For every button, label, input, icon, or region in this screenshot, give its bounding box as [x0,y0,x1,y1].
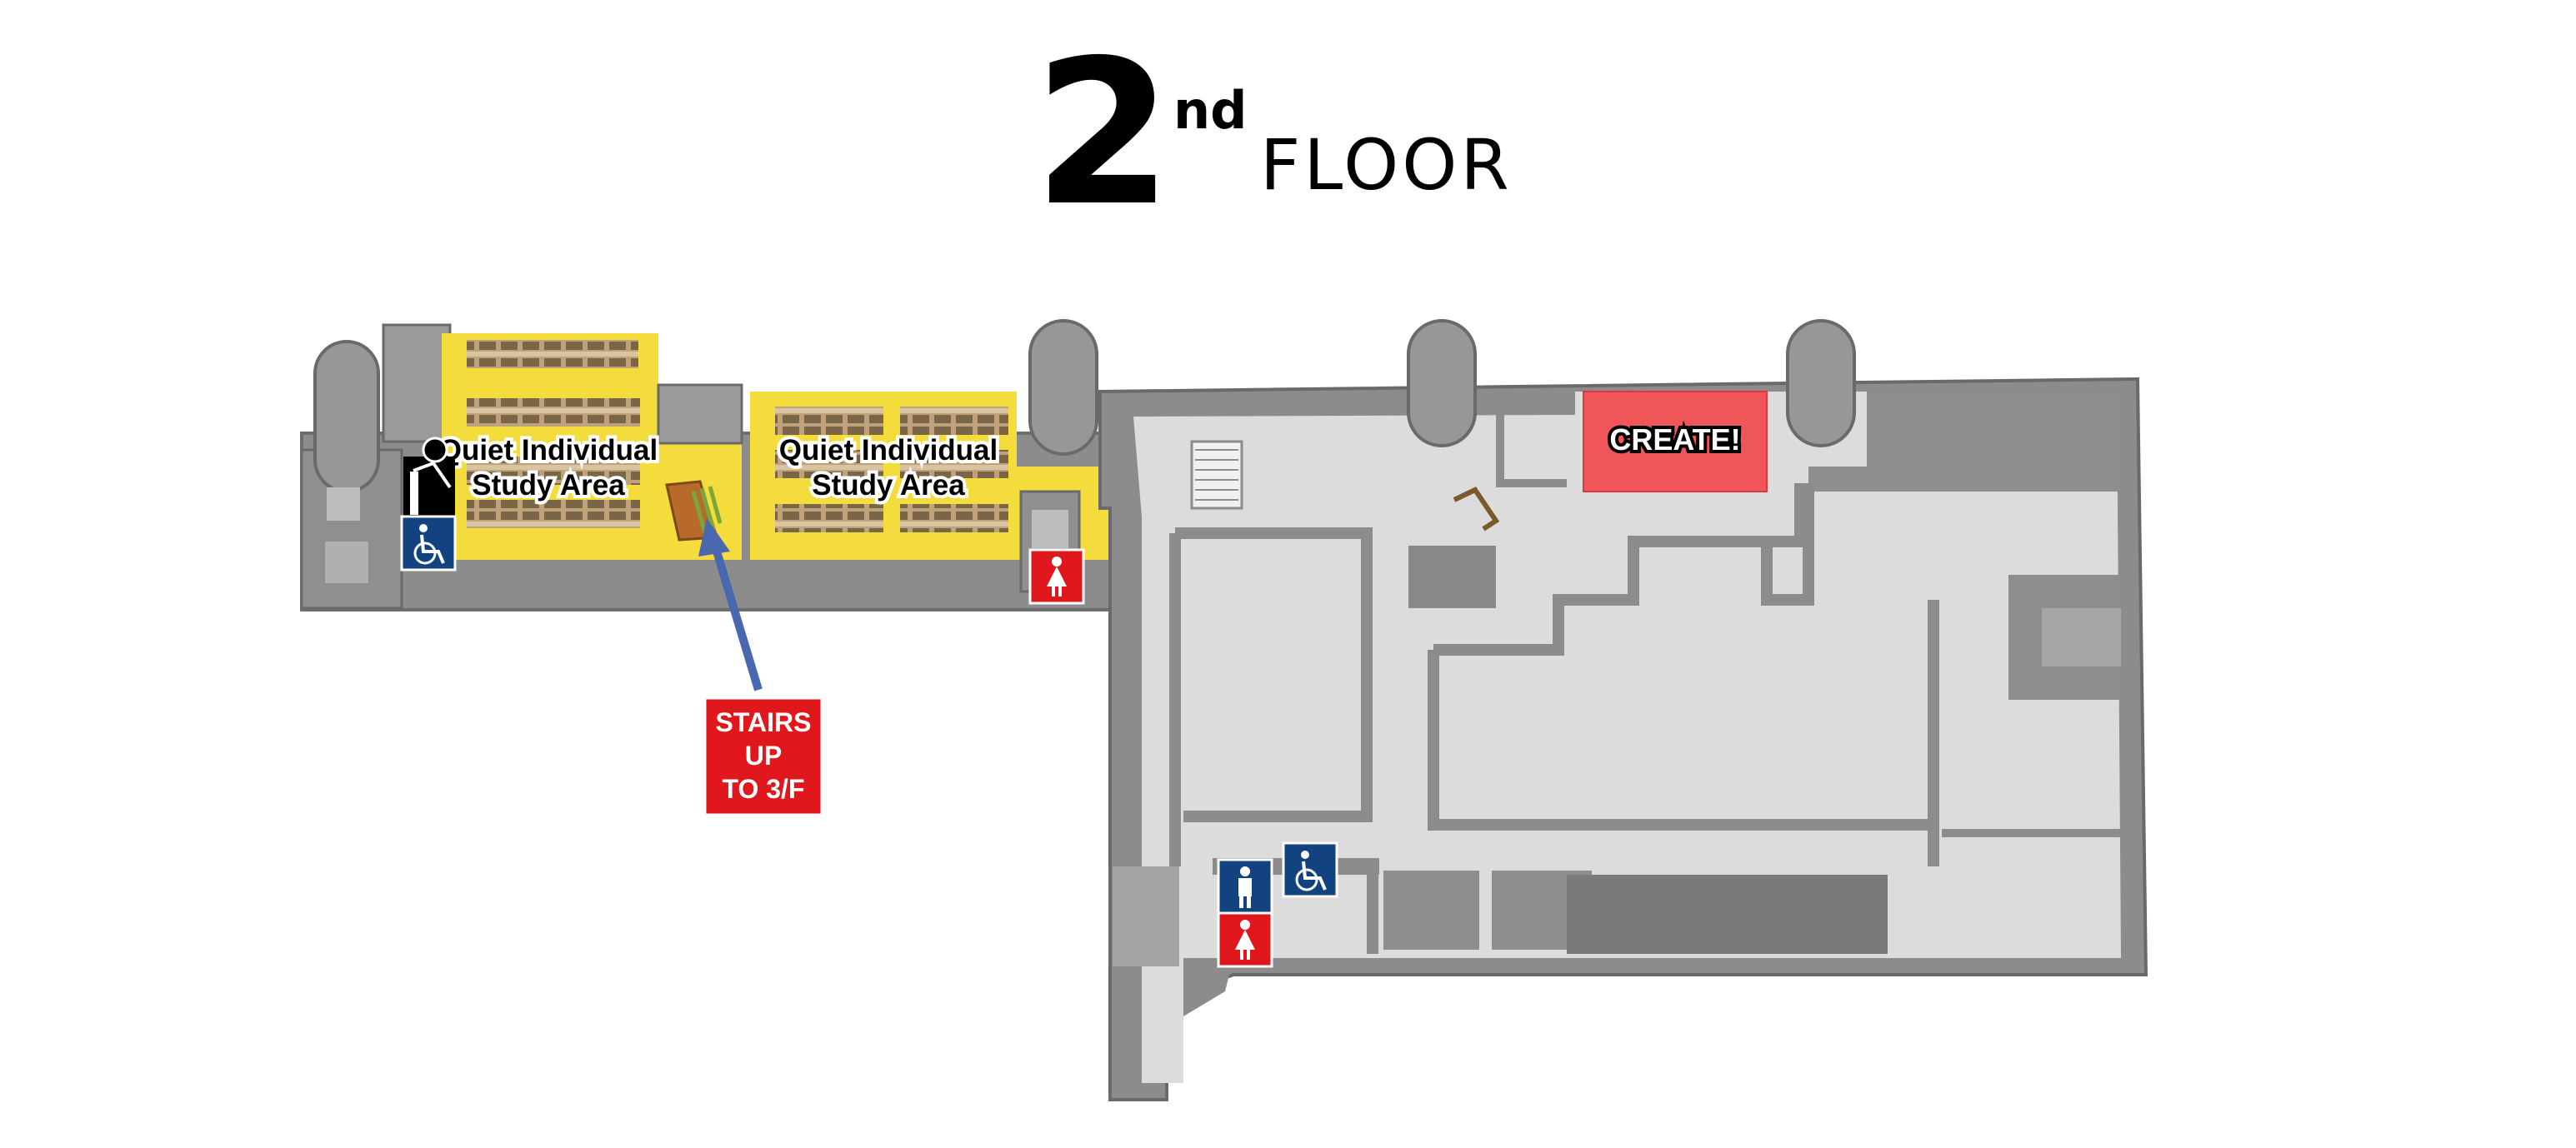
quiet-right-line2: Study Area [812,469,965,502]
desk-block [900,504,1008,532]
quiet-study-label-left: Quiet Individual Study Area [436,431,662,505]
stairs-callout-line3: TO 3/F [723,774,805,804]
desk-block [467,457,640,485]
floor-title: 2 nd FLOOR [1033,17,1509,250]
stairs-main-icon [1190,440,1243,510]
desk-block [775,407,883,435]
desk-block [467,398,640,427]
quiet-left-line1: Quiet Individual [439,434,658,467]
create-room[interactable]: CREATE! [1583,391,1768,492]
stairs-up-callout: STAIRS UP TO 3/F [703,696,823,816]
desk-block [900,450,1008,478]
floor-ordinal-suffix: nd [1173,80,1248,141]
desk-block [775,504,883,532]
stairs-icon[interactable] [665,480,723,542]
desk-block [900,407,1008,435]
stairs-callout-line2: UP [745,741,782,771]
floor-number: 2 [1033,17,1173,250]
accessible-icon-south[interactable] [1282,841,1338,898]
quiet-study-label-right: Quiet Individual Study Area [776,431,1002,505]
desk-block [775,450,883,478]
main-building [1098,319,2148,1101]
create-room-label: CREATE! [1609,422,1740,457]
men-restroom-icon[interactable] [1217,858,1273,915]
display-case-icon [1453,487,1500,532]
stairs-callout-line1: STAIRS [716,707,812,737]
women-restroom-icon[interactable] [1028,548,1085,605]
desk-block [467,340,575,368]
arrow-icon [698,518,763,691]
desk-block [572,340,638,368]
accessible-icon[interactable] [400,515,457,572]
desk-block [467,500,640,528]
quiet-right-line1: Quiet Individual [779,434,998,467]
women-restroom-icon-south[interactable] [1217,911,1273,968]
elevator-person-icon [403,437,455,517]
quiet-left-line2: Study Area [472,469,625,502]
floor-word: FLOOR [1260,124,1513,206]
